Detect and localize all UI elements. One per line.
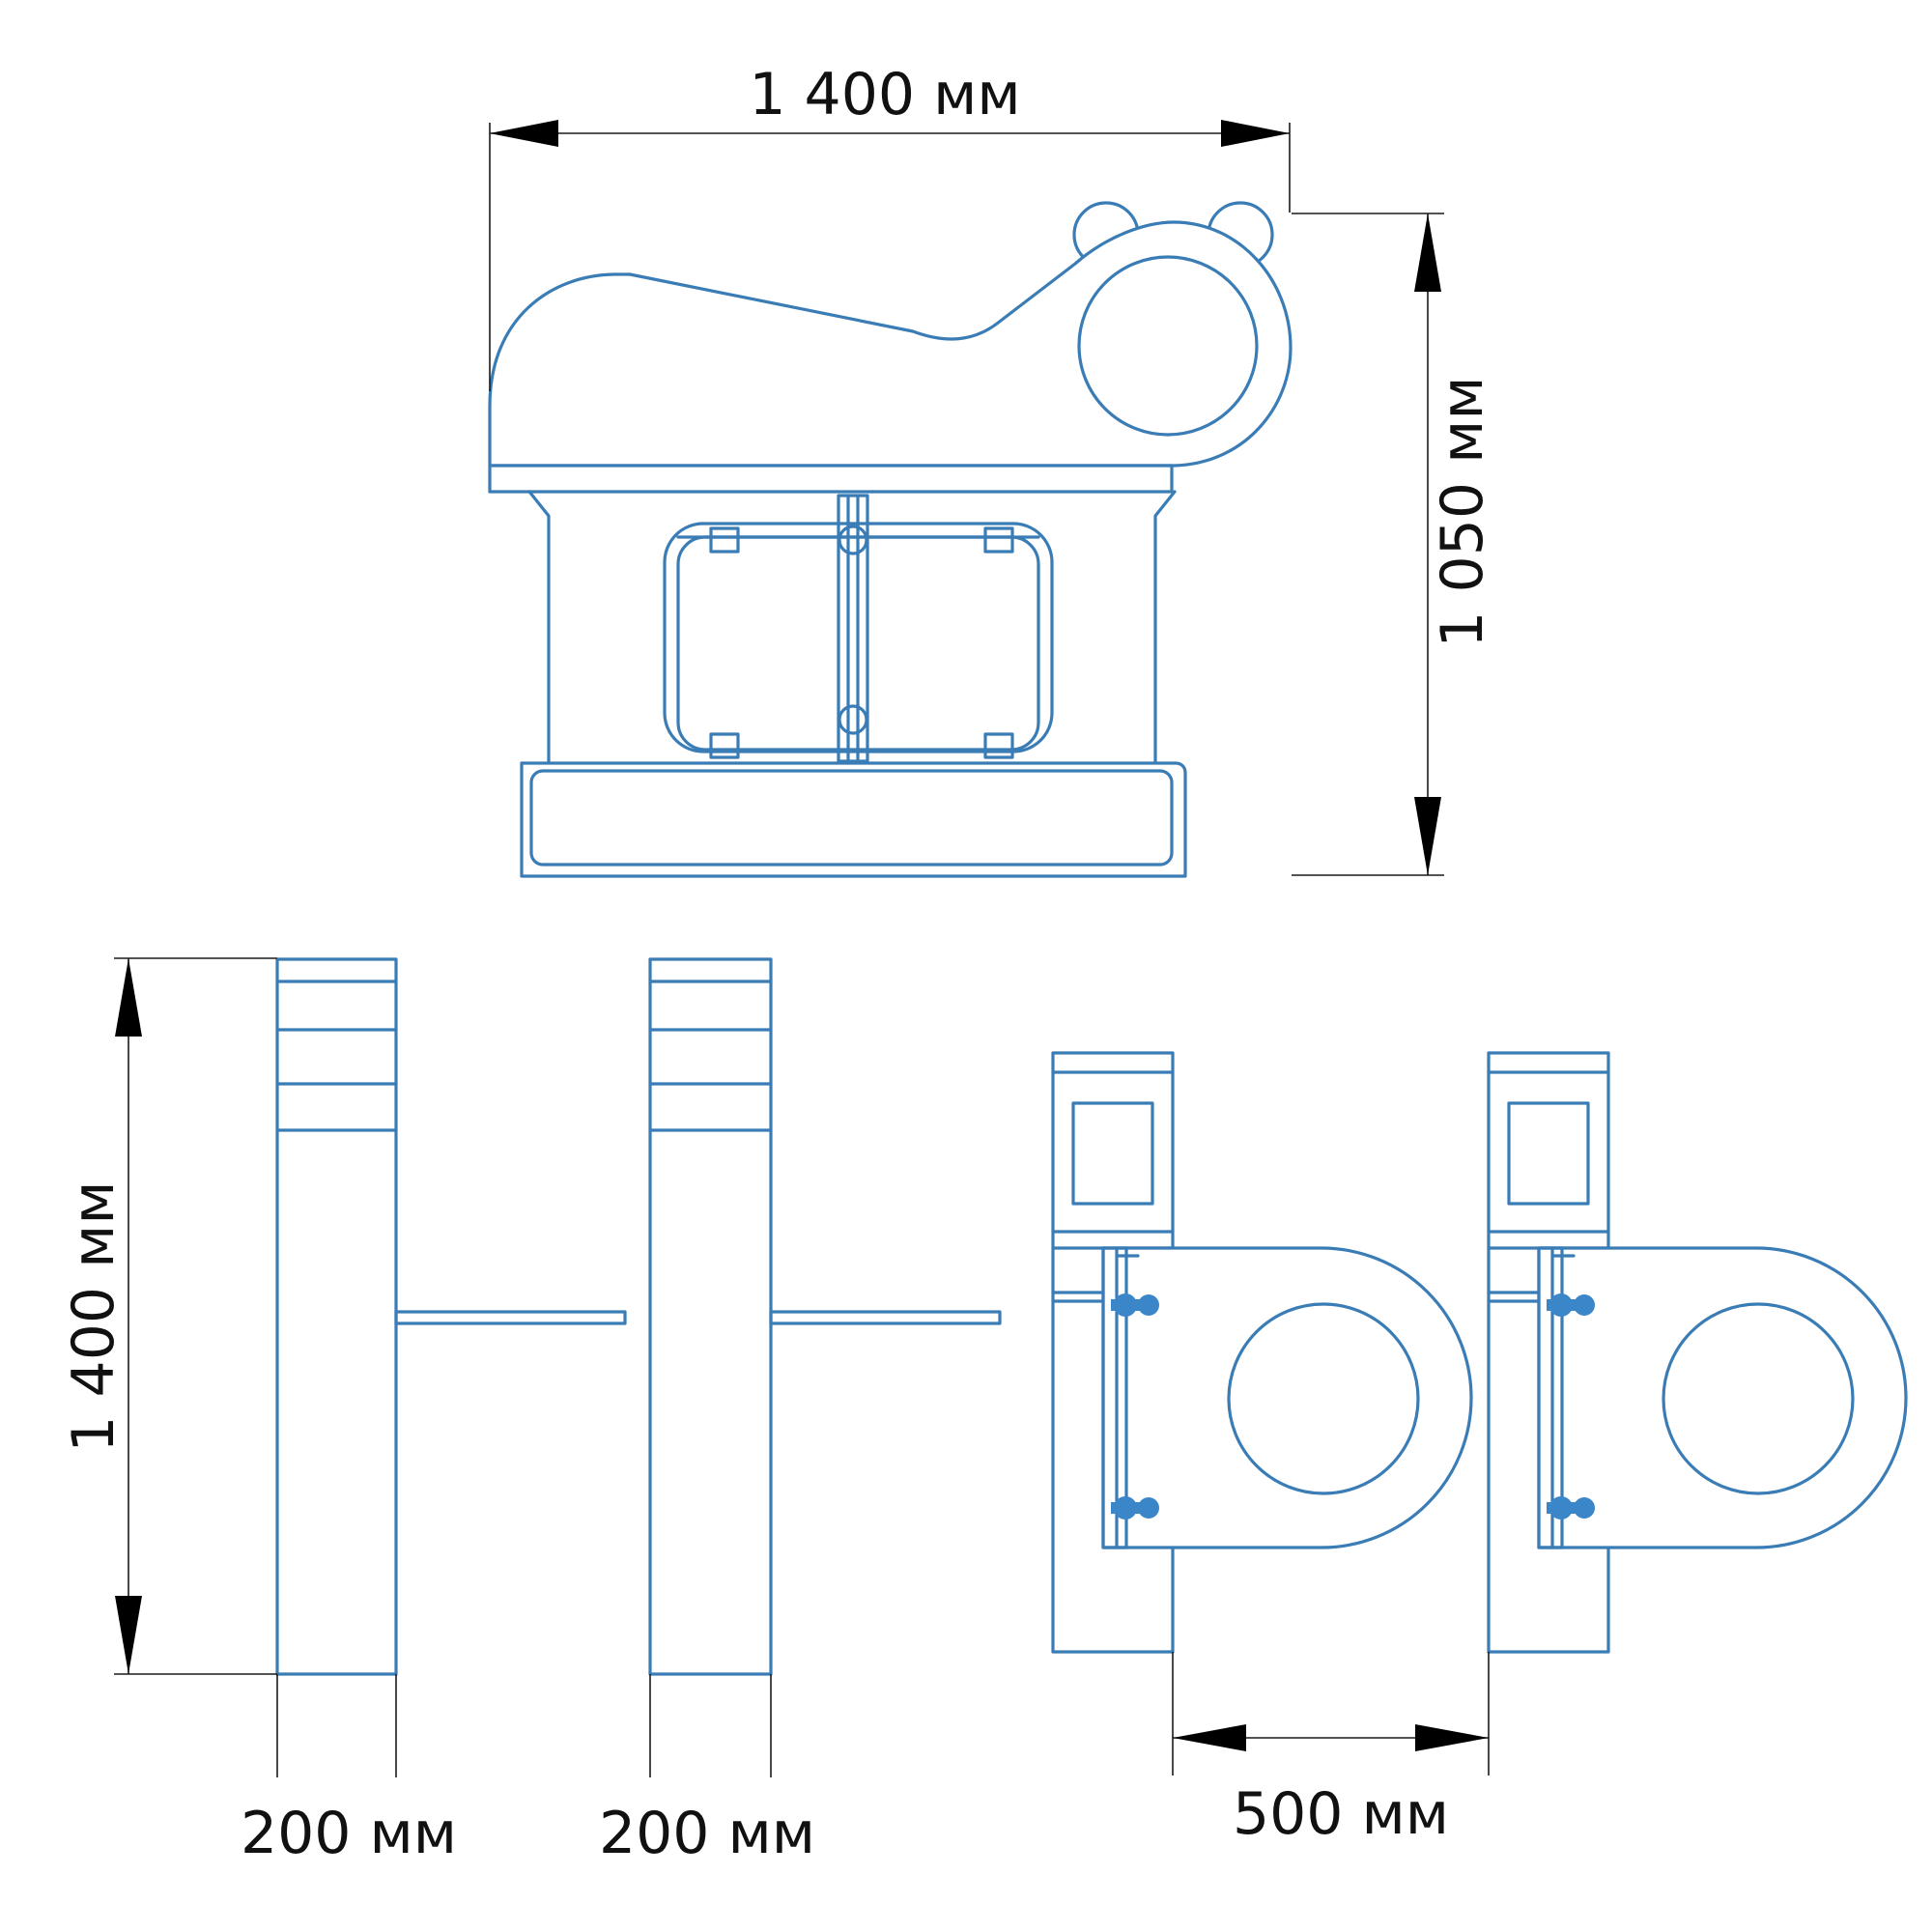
side-height-dimension: [114, 957, 277, 1675]
display-screen: [1507, 1101, 1590, 1206]
rotor-circle: [1662, 1302, 1855, 1495]
arrow-up: [1414, 213, 1441, 292]
top-height-dimension: [1292, 213, 1444, 876]
arm-right: [769, 1310, 1002, 1325]
body-outline: [527, 490, 1177, 765]
arrow-down: [115, 1596, 142, 1674]
top-width-label: 1 400 мм: [749, 61, 1020, 128]
side-height-label: 1 400 мм: [60, 1180, 128, 1452]
top-view: [488, 201, 1293, 878]
base-outer: [520, 761, 1187, 878]
turnstile-front-1: [1051, 1051, 1473, 1654]
bracket-tr: [983, 526, 1014, 554]
rotor-housing: [1537, 1246, 1908, 1549]
passage-width-dimension: [1172, 1652, 1490, 1776]
head-inner-circle: [1077, 255, 1259, 437]
post-right: [648, 957, 1002, 1676]
turnstile-front-2: [1487, 1051, 1908, 1654]
post1-width-label: 200 мм: [241, 1800, 457, 1867]
head-band: [488, 464, 1174, 494]
hinge-top: [838, 525, 868, 555]
bracket-bl: [709, 732, 740, 759]
post2-width-label: 200 мм: [599, 1800, 815, 1867]
knob-bottom: [1547, 1496, 1595, 1520]
knob-top: [1547, 1293, 1595, 1317]
hinge-bottom: [838, 704, 868, 735]
knob-bottom: [1111, 1496, 1159, 1520]
passage-width-label: 500 мм: [1233, 1780, 1449, 1848]
center-post-outer: [837, 494, 869, 763]
arrow-left: [490, 120, 558, 147]
arrow-right: [1415, 1724, 1489, 1751]
arm-left: [394, 1310, 627, 1325]
head-shape: [488, 220, 1293, 468]
arrow-left: [1173, 1724, 1246, 1751]
top-width-dimension: [489, 120, 1291, 391]
arrow-right: [1221, 120, 1290, 147]
bracket-tl: [709, 526, 740, 554]
bracket-br: [983, 732, 1014, 759]
rotor-circle: [1227, 1302, 1420, 1495]
post-width-dimension-2: [649, 1674, 772, 1777]
arrow-up: [115, 958, 142, 1037]
rotor-housing: [1101, 1246, 1473, 1549]
knob-top: [1111, 1293, 1159, 1317]
top-height-label: 1 050 мм: [1429, 376, 1496, 647]
post-width-dimension-1: [276, 1674, 397, 1777]
display-screen: [1071, 1101, 1154, 1206]
post-left: [275, 957, 627, 1676]
base-inner: [529, 769, 1174, 867]
arrow-down: [1414, 797, 1441, 875]
